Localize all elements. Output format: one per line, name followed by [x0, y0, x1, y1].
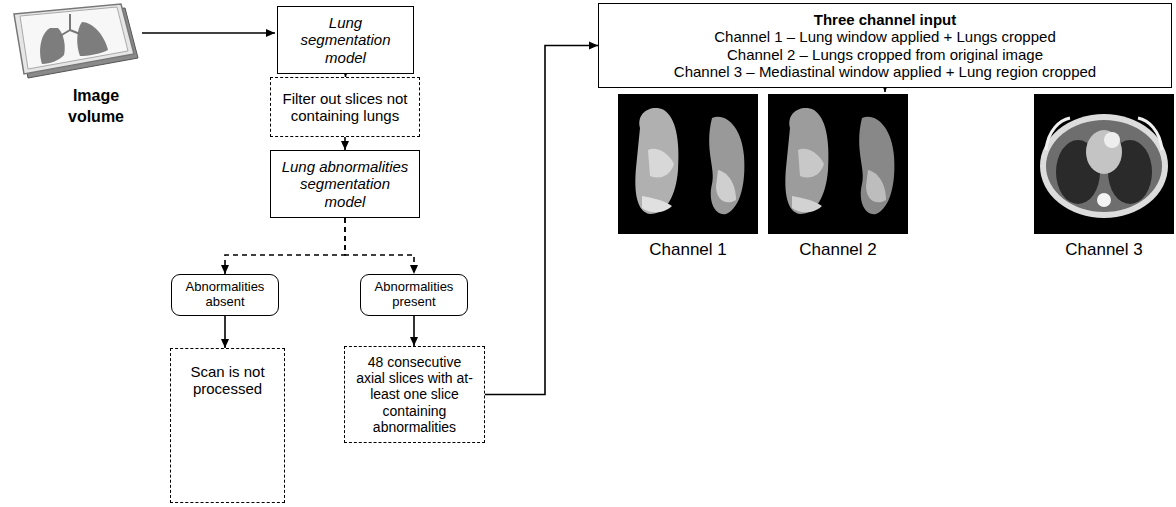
flow-arrow — [485, 46, 598, 395]
box-text: Channel 2 – Lungs cropped from original … — [727, 46, 1043, 63]
decision-box: Abnormalities absent — [171, 274, 279, 316]
box-text: Channel 1 – Lung window applied + Lungs … — [714, 28, 1056, 45]
flow-arrow — [225, 218, 345, 274]
box-text: Abnormalities absent — [178, 280, 272, 310]
ct-image — [618, 94, 758, 234]
flow-arrow — [224, 316, 226, 348]
box-text: 48 consecutive axial slices with at-leas… — [353, 354, 476, 434]
box-text: Abnormalities present — [367, 280, 461, 310]
channel-caption: Channel 3 — [1044, 240, 1164, 260]
box-text: Scan is not processed — [179, 363, 276, 398]
outcome-box: Scan is not processed — [170, 348, 285, 503]
box-text: Lung segmentation model — [286, 14, 405, 66]
model-box: Lung segmentation model — [277, 6, 414, 74]
input-arrow — [142, 32, 275, 34]
flow-arrow — [345, 218, 414, 274]
ct-image — [1034, 94, 1174, 234]
input-box: Three channel inputChannel 1 – Lung wind… — [598, 3, 1172, 88]
model-box: Lung abnormalities segmentation model — [270, 150, 420, 218]
ct-image — [768, 94, 908, 234]
flow-arrow — [344, 137, 346, 150]
decision-box: Abnormalities present — [360, 274, 468, 316]
box-text: Filter out slices not containing lungs — [279, 90, 411, 125]
channel-caption: Channel 2 — [778, 240, 898, 260]
process-box: Filter out slices not containing lungs — [270, 77, 420, 137]
box-text: Lung abnormalities segmentation model — [279, 158, 411, 210]
output-arrow — [884, 89, 886, 92]
box-text: Channel 3 – Mediastinal window applied +… — [674, 63, 1096, 80]
box-heading: Three channel input — [814, 11, 957, 28]
image-caption: Image volume — [50, 86, 142, 128]
channel-caption: Channel 1 — [628, 240, 748, 260]
image-volume-icon — [14, 4, 138, 78]
flow-arrow — [413, 316, 415, 346]
outcome-box: 48 consecutive axial slices with at-leas… — [344, 346, 485, 443]
